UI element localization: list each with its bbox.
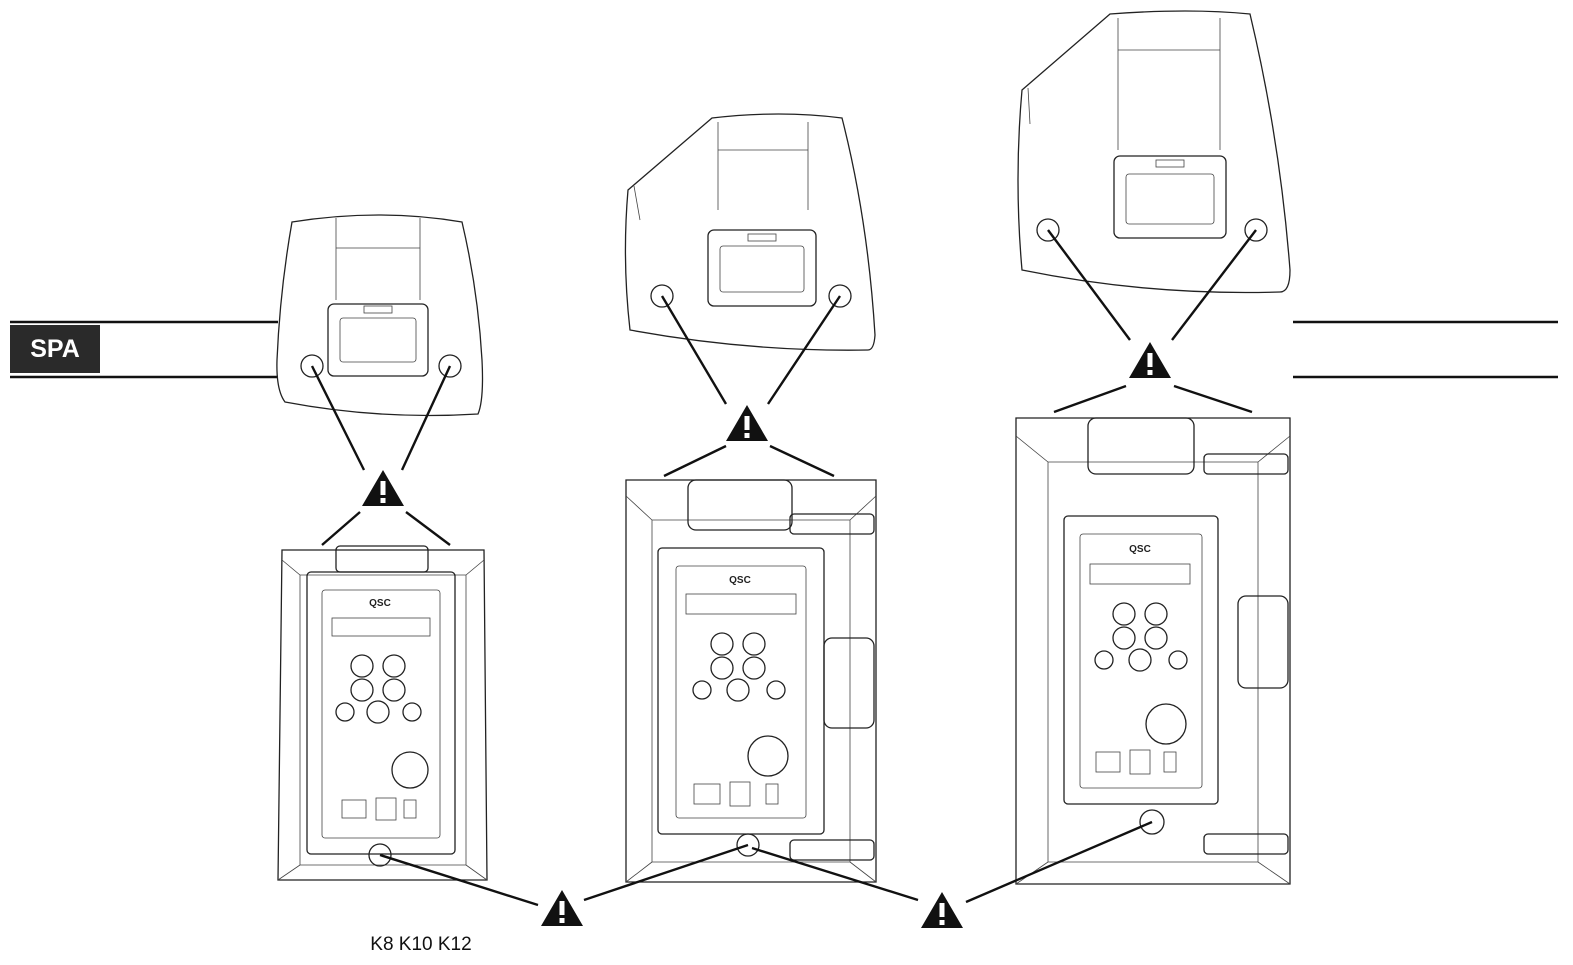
k10-rear-view: QSC: [625, 479, 877, 883]
model-caption: K8 K10 K12: [370, 934, 471, 955]
warning-triangle-icon: [1129, 342, 1171, 378]
warning-triangle-icon: [726, 405, 768, 441]
section-tab-label: SPA: [30, 335, 80, 363]
section-tab: SPA: [10, 320, 278, 379]
k8-top-view: [276, 214, 484, 417]
leader-lines: [310, 229, 1257, 907]
k8-brand-logo: QSC: [369, 598, 391, 609]
warning-triangle-icon: [921, 892, 963, 928]
k10-brand-logo: QSC: [729, 575, 751, 586]
section-band-right: [1293, 320, 1558, 379]
k12-rear-view: QSC: [1015, 417, 1291, 885]
warning-triangle-icon: [362, 470, 404, 506]
k8-rear-view: QSC: [277, 545, 488, 881]
k10-top-view: [624, 113, 876, 351]
warning-triangle-icon: [541, 890, 583, 926]
section-tab-background: [10, 325, 100, 373]
k12-top-view: [1017, 10, 1291, 294]
k12-brand-logo: QSC: [1129, 544, 1151, 555]
